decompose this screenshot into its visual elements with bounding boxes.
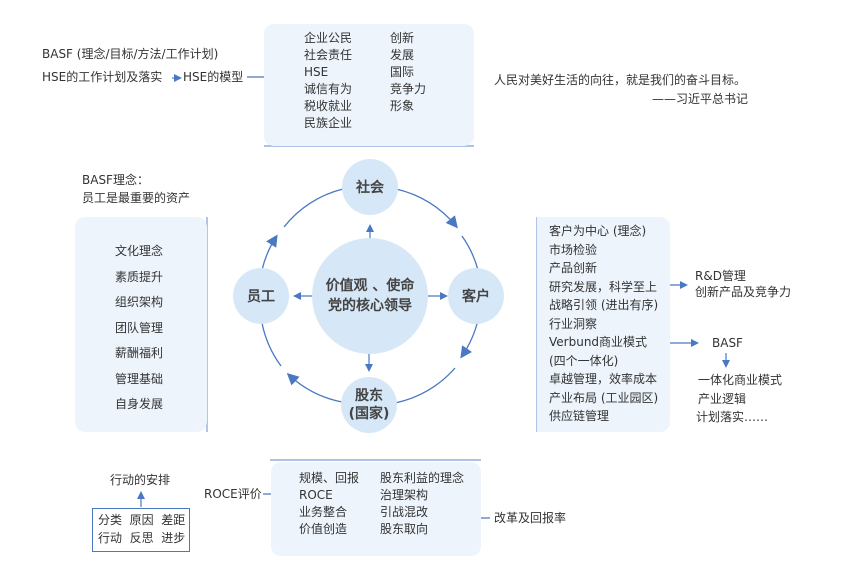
list-item: ROCE <box>299 488 333 502</box>
employee-panel: 文化理念 素质提升 组织架构 团队管理 薪酬福利 管理基础 自身发展 <box>75 217 207 432</box>
list-item: Verbund商业模式 <box>549 335 648 349</box>
list-item: 行业洞察 <box>549 316 598 331</box>
top-panel-left-list: 企业公民 社会责任 HSE 诚信有为 税收就业 民族企业 <box>304 30 352 132</box>
list-item: 组织架构 <box>115 295 164 309</box>
list-item: 股东取向 <box>380 522 429 536</box>
center-line2: 党的核心领导 <box>328 298 412 314</box>
shareholder-right-list: 股东利益的理念 治理架构 引战混改 股东取向 <box>380 470 464 538</box>
list-item: 引战混改 <box>380 505 429 519</box>
list-item: 客户为中心 (理念) <box>549 224 647 238</box>
list-item: 形象 <box>390 99 415 113</box>
top-panel: 企业公民 社会责任 HSE 诚信有为 税收就业 民族企业 创新 发展 国际 竞争… <box>264 24 474 146</box>
list-item: 研究发展，科学至上 <box>549 279 658 294</box>
hse-model-label: HSE的模型 <box>183 70 244 84</box>
list-item: 企业公民 <box>304 31 353 45</box>
action-title: 行动的安排 <box>110 473 171 487</box>
arc-society-left <box>283 188 344 228</box>
action-grid-row1: 分类 原因 差距 <box>98 513 186 527</box>
basf-concept-line: BASF (理念/目标/方法/工作计划) <box>42 47 219 61</box>
list-item: 自身发展 <box>115 397 164 411</box>
list-item: 创新 <box>390 31 415 45</box>
arc-shareholder-right <box>394 367 456 404</box>
left-caption-line1: BASF理念： <box>82 173 149 187</box>
basf-item: 计划落实…… <box>696 410 769 424</box>
rd-line1: R&D管理 <box>695 269 746 283</box>
arc-customer-to-shareholder <box>460 319 479 359</box>
reform-label: 改革及回报率 <box>494 511 567 525</box>
node-shareholder-line2: (国家) <box>348 406 390 422</box>
node-shareholder-line1: 股东 <box>354 388 383 404</box>
center-node: 价值观 、使命 党的核心领导 <box>312 238 428 354</box>
quote-text: 人民对美好生活的向往，就是我们的奋斗目标。 <box>494 73 747 87</box>
list-item: 卓越管理，效率成本 <box>549 372 658 386</box>
node-customer: 客户 <box>448 268 504 324</box>
list-item: 社会责任 <box>304 48 353 62</box>
list-item: 薪酬福利 <box>115 346 164 360</box>
list-item: 战略引领 (进出有序) <box>549 298 659 312</box>
action-grid-row2: 行动 反思 进步 <box>98 531 186 545</box>
node-society-label: 社会 <box>356 180 384 196</box>
basf-label: BASF <box>712 336 743 350</box>
list-item: 股东利益的理念 <box>380 471 465 485</box>
shareholder-panel: 规模、回报 ROCE 业务整合 价值创造 股东利益的理念 治理架构 引战混改 股… <box>271 462 481 556</box>
node-employee: 员工 <box>233 268 289 324</box>
arc-shareholder-to-employee <box>286 372 343 403</box>
list-item: 供应链管理 <box>549 409 610 423</box>
customer-list: 客户为中心 (理念) 市场检验 产品创新 研究发展，科学至上 战略引领 (进出有… <box>549 222 658 426</box>
basf-item: 产业逻辑 <box>698 392 747 406</box>
list-item: 文化理念 <box>115 244 164 258</box>
list-item: 规模、回报 <box>299 471 360 485</box>
customer-panel: 客户为中心 (理念) 市场检验 产品创新 研究发展，科学至上 战略引领 (进出有… <box>537 217 670 432</box>
list-item: (四个一体化) <box>549 353 619 368</box>
list-item: HSE <box>304 65 329 79</box>
shareholder-left-list: 规模、回报 ROCE 业务整合 价值创造 <box>299 470 359 538</box>
action-grid: 分类 原因 差距 行动 反思 进步 <box>92 508 190 552</box>
node-society: 社会 <box>342 159 398 215</box>
list-item: 诚信有为 <box>304 82 353 96</box>
top-panel-right-list: 创新 发展 国际 竞争力 形象 <box>390 30 426 115</box>
center-line1: 价值观 、使命 <box>325 278 415 294</box>
arc-employee-to-society <box>261 234 278 271</box>
node-customer-label: 客户 <box>462 289 490 305</box>
employee-list: 文化理念 素质提升 组织架构 团队管理 薪酬福利 管理基础 自身发展 <box>115 239 163 418</box>
list-item: 产品创新 <box>549 261 598 275</box>
basf-item: 一体化商业模式 <box>698 373 783 387</box>
arc-society-to-customer <box>395 188 458 229</box>
list-item: 价值创造 <box>299 522 348 536</box>
list-item: 国际 <box>390 65 415 79</box>
list-item: 竞争力 <box>390 82 427 96</box>
node-employee-label: 员工 <box>247 289 275 305</box>
quote-author: ——习近平总书记 <box>652 92 749 106</box>
node-shareholder: 股东 (国家) <box>341 377 397 433</box>
hse-plan-label: HSE的工作计划及落实 <box>42 70 163 84</box>
rd-line2: 创新产品及竞争力 <box>695 285 792 299</box>
list-item: 市场检验 <box>549 242 598 257</box>
list-item: 税收就业 <box>304 99 353 113</box>
roce-label: ROCE评价 <box>204 487 262 501</box>
left-caption-line2: 员工是最重要的资产 <box>82 191 191 205</box>
arc-employee-lower <box>261 322 282 367</box>
list-item: 产业布局 (工业园区) <box>549 390 659 405</box>
list-item: 管理基础 <box>115 371 164 386</box>
list-item: 民族企业 <box>304 116 353 130</box>
arc-customer-upper <box>461 235 479 271</box>
list-item: 业务整合 <box>299 505 348 519</box>
list-item: 治理架构 <box>380 488 429 502</box>
list-item: 团队管理 <box>115 320 164 335</box>
list-item: 发展 <box>390 48 415 62</box>
list-item: 素质提升 <box>115 269 164 284</box>
